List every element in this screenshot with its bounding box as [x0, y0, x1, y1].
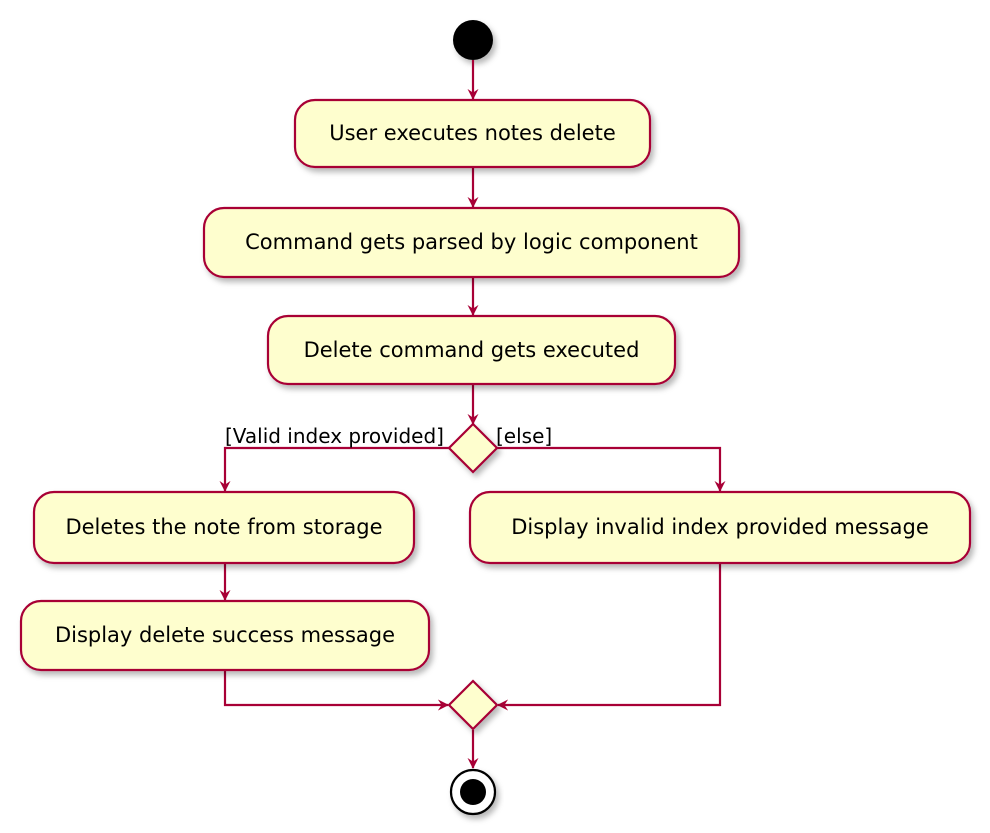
- flow-decision-to-invalid: [497, 446, 726, 492]
- activity-deletes-note-label: Deletes the note from storage: [65, 515, 382, 539]
- flow-success-to-merge: [223, 670, 449, 711]
- flow-lines: [219, 60, 726, 769]
- flow-invalid-to-merge: [497, 563, 722, 711]
- flow-decision-to-deletes: [219, 446, 449, 492]
- activity-user-executes: User executes notes delete: [293, 98, 652, 169]
- activity-command-parsed: Command gets parsed by logic component: [202, 206, 741, 279]
- activity-display-invalid: Display invalid index provided message: [468, 490, 972, 565]
- activity-display-success: Display delete success message: [19, 599, 431, 672]
- activity-display-invalid-label: Display invalid index provided message: [511, 515, 929, 539]
- activity-delete-executed: Delete command gets executed: [266, 314, 677, 386]
- start-node: [453, 20, 493, 60]
- activity-display-success-label: Display delete success message: [55, 623, 395, 647]
- activity-command-parsed-label: Command gets parsed by logic component: [245, 230, 698, 254]
- merge-diamond: [447, 679, 499, 731]
- end-node: [449, 768, 497, 816]
- guard-valid-index: [Valid index provided]: [225, 424, 444, 448]
- decision-diamond: [447, 422, 499, 474]
- activity-deletes-note: Deletes the note from storage: [32, 490, 416, 565]
- activity-delete-executed-label: Delete command gets executed: [304, 338, 640, 362]
- guard-else: [else]: [496, 424, 552, 448]
- activity-user-executes-label: User executes notes delete: [329, 121, 616, 145]
